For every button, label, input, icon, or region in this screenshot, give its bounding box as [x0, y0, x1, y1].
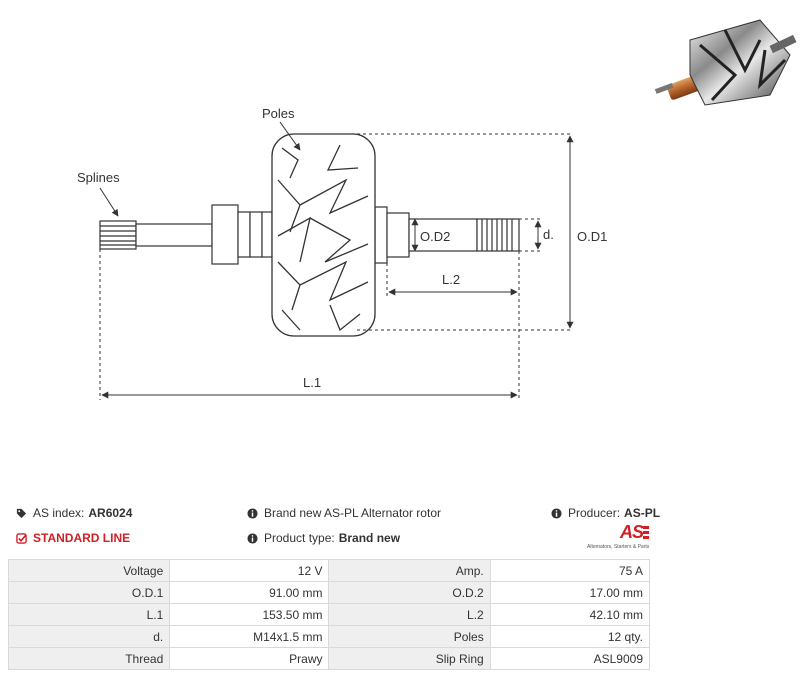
spec-key: L.2: [328, 603, 491, 626]
spec-key: O.D.1: [7, 581, 171, 604]
standard-line-label: STANDARD LINE: [33, 531, 131, 545]
producer-label: Producer:: [568, 506, 621, 520]
spec-value: 42.10 mm: [489, 603, 651, 626]
product-type-label: Product type:: [264, 531, 335, 545]
info-icon: [551, 507, 562, 519]
tags-icon: [16, 508, 27, 518]
producer: Producer: AS-PL: [551, 506, 660, 520]
spec-value: 12 qty.: [489, 625, 651, 648]
as-index-label: AS index:: [33, 506, 85, 520]
table-row: L.1 153.50 mm L.2 42.10 mm: [7, 603, 651, 626]
as-pl-logo: AS Alternators, Starters & Parts: [587, 522, 649, 552]
label-d: d.: [543, 227, 554, 242]
spec-key: Voltage: [7, 559, 171, 582]
spec-value: Prawy: [169, 647, 330, 670]
spec-key: Slip Ring: [328, 647, 491, 670]
description-text: Brand new AS-PL Alternator rotor: [264, 506, 441, 520]
rotor-poles: [271, 133, 376, 337]
check-square-icon: [16, 532, 27, 544]
label-od2: O.D2: [420, 229, 450, 244]
spec-key: Amp.: [328, 559, 491, 582]
spec-value: ASL9009: [489, 647, 651, 670]
label-poles: Poles: [262, 106, 295, 121]
rotor-technical-drawing: Poles Splines O.D1 O.D2 d. L.2 L.1: [77, 19, 797, 400]
logo-text: AS: [619, 522, 644, 542]
info-icon: [247, 532, 258, 544]
spec-key: d.: [7, 625, 171, 648]
standard-line: STANDARD LINE: [16, 531, 130, 545]
dimension-lines: [99, 121, 574, 400]
table-row: Voltage 12 V Amp. 75 A: [7, 559, 651, 582]
spec-value: 17.00 mm: [489, 581, 651, 604]
label-l2: L.2: [442, 272, 460, 287]
spec-key: O.D.2: [328, 581, 491, 604]
rotor-photo: [654, 19, 797, 106]
spec-value: 153.50 mm: [169, 603, 330, 626]
logo-bars: [643, 526, 649, 541]
spec-value: 91.00 mm: [169, 581, 330, 604]
label-od1: O.D1: [577, 229, 607, 244]
spec-value: 12 V: [169, 559, 330, 582]
spec-key: L.1: [7, 603, 171, 626]
table-row: d. M14x1.5 mm Poles 12 qty.: [7, 625, 651, 648]
spec-value: 75 A: [489, 559, 651, 582]
product-type: Product type: Brand new: [247, 531, 400, 545]
spec-key: Poles: [328, 625, 491, 648]
table-row: O.D.1 91.00 mm O.D.2 17.00 mm: [7, 581, 651, 604]
as-index: AS index: AR6024: [16, 506, 132, 520]
producer-value: AS-PL: [624, 506, 661, 520]
description: Brand new AS-PL Alternator rotor: [247, 506, 441, 520]
spec-value: M14x1.5 mm: [169, 625, 330, 648]
label-splines: Splines: [77, 170, 120, 185]
product-type-value: Brand new: [338, 531, 401, 545]
rotor-shaft: [99, 204, 520, 265]
spec-table: Voltage 12 V Amp. 75 A O.D.1 91.00 mm O.…: [7, 559, 651, 670]
as-index-value: AR6024: [88, 506, 133, 520]
info-icon: [247, 507, 258, 519]
logo-subtitle: Alternators, Starters & Parts: [587, 544, 650, 550]
table-row: Thread Prawy Slip Ring ASL9009: [7, 647, 651, 670]
label-l1: L.1: [303, 375, 321, 390]
spec-key: Thread: [7, 647, 171, 670]
